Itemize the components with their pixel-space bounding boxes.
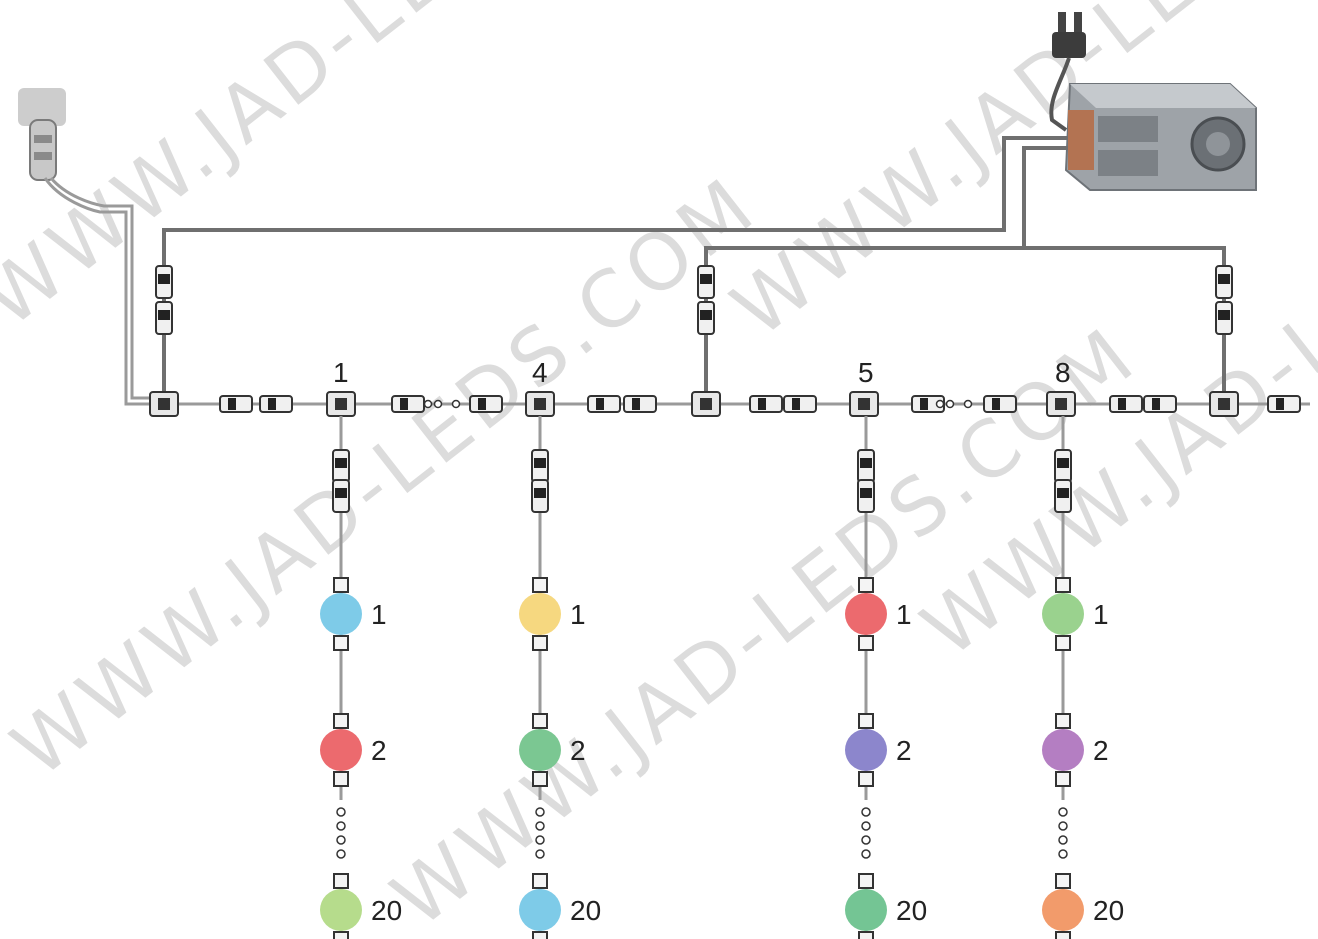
bulb-number-label: 20 [896, 895, 927, 926]
led-bulb [845, 577, 887, 651]
gap-dot [935, 399, 945, 409]
inline-coupler [1267, 395, 1301, 413]
chain-dot [336, 821, 346, 831]
feed-coupler [697, 301, 715, 335]
tee-connector [149, 391, 179, 417]
bulb-column [519, 416, 561, 939]
chain-dot [336, 835, 346, 845]
inline-coupler [469, 395, 503, 413]
chain-dot [535, 849, 545, 859]
led-bulb [519, 713, 561, 787]
drop-coupler [531, 479, 549, 513]
bulb-column [320, 416, 362, 939]
inline-coupler [783, 395, 817, 413]
feed-connectors [155, 265, 1233, 335]
bulb-columns [320, 416, 1084, 939]
inline-coupler [983, 395, 1017, 413]
feed-coupler [155, 265, 173, 299]
led-bulb [1042, 713, 1084, 787]
led-bulb [1042, 873, 1084, 939]
led-bulb [845, 873, 887, 939]
gap-dot [433, 399, 443, 409]
bulb-number-label: 1 [896, 599, 912, 630]
chain-dot [861, 849, 871, 859]
column-number-label: 4 [532, 357, 548, 388]
chain-dot [1058, 807, 1068, 817]
drop-coupler [531, 449, 549, 483]
column-number-label: 8 [1055, 357, 1071, 388]
column-number-label: 5 [858, 357, 874, 388]
gap-dot [451, 399, 461, 409]
chain-dot [535, 821, 545, 831]
drop-coupler [857, 479, 875, 513]
main-connectors [149, 391, 1301, 417]
feed-cable-c [1024, 246, 1226, 398]
gap-dot [423, 399, 433, 409]
gap-dot [963, 399, 973, 409]
inline-coupler [219, 395, 253, 413]
bulb-number-label: 20 [570, 895, 601, 926]
tee-connector [691, 391, 721, 417]
led-bulb [320, 577, 362, 651]
bulb-number-label: 20 [1093, 895, 1124, 926]
led-bulb [519, 577, 561, 651]
bulb-number-label: 1 [371, 599, 387, 630]
chain-dot [1058, 821, 1068, 831]
controller-cable [43, 177, 160, 406]
chain-dot [1058, 835, 1068, 845]
bulb-number-label: 2 [371, 735, 387, 766]
power-supply-icon [1064, 83, 1257, 191]
chain-dot [336, 849, 346, 859]
chain-dot [861, 821, 871, 831]
gap-dot [945, 399, 955, 409]
drop-coupler [332, 449, 350, 483]
controller-plug-icon [18, 88, 66, 181]
led-bulb [320, 873, 362, 939]
inline-coupler [623, 395, 657, 413]
bulb-number-label: 2 [896, 735, 912, 766]
chain-dot [1058, 849, 1068, 859]
drop-coupler [857, 449, 875, 483]
ac-plug-icon [1049, 12, 1086, 132]
bulb-number-label: 20 [371, 895, 402, 926]
inline-coupler [391, 395, 425, 413]
feed-coupler [1215, 265, 1233, 299]
tee-connector [1046, 391, 1076, 417]
led-bulb [519, 873, 561, 939]
tee-connector [1209, 391, 1239, 417]
bulb-number-label: 1 [570, 599, 586, 630]
inline-coupler [1109, 395, 1143, 413]
feed-coupler [697, 265, 715, 299]
bulb-number-label: 2 [570, 735, 586, 766]
inline-coupler [259, 395, 293, 413]
chain-dot [535, 835, 545, 845]
tee-connector [849, 391, 879, 417]
chain-dot [535, 807, 545, 817]
led-bulb [845, 713, 887, 787]
chain-dot [861, 807, 871, 817]
column-number-label: 1 [333, 357, 349, 388]
drop-coupler [1054, 449, 1072, 483]
bulb-number-label: 1 [1093, 599, 1109, 630]
inline-coupler [749, 395, 783, 413]
tee-connector [326, 391, 356, 417]
tee-connector [525, 391, 555, 417]
drop-coupler [1054, 479, 1072, 513]
bulb-column [1042, 416, 1084, 939]
led-bulb [1042, 577, 1084, 651]
inline-coupler [587, 395, 621, 413]
drop-coupler [332, 479, 350, 513]
feed-coupler [1215, 301, 1233, 335]
feed-coupler [155, 301, 173, 335]
bulb-number-label: 2 [1093, 735, 1109, 766]
bulb-column [845, 416, 887, 939]
inline-coupler [1143, 395, 1177, 413]
chain-dot [336, 807, 346, 817]
chain-dot [861, 835, 871, 845]
led-bulb [320, 713, 362, 787]
